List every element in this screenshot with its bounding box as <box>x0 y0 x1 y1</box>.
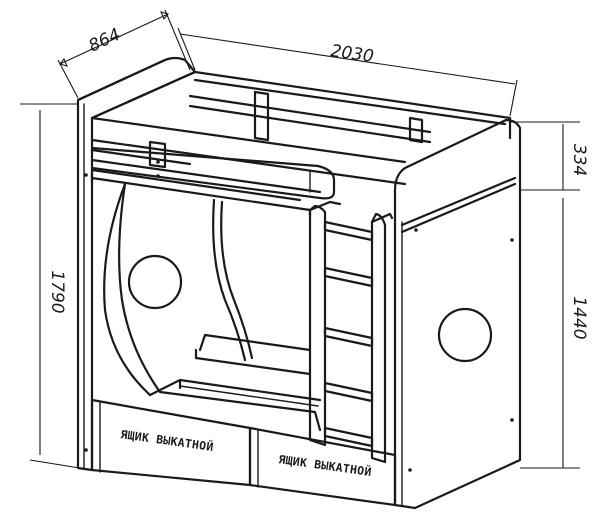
dimension-length-value: 2030 <box>329 41 375 67</box>
guard-rail <box>90 146 336 200</box>
drawer-1-label: ЯЩИК ВЫКАТНОЙ <box>120 426 215 454</box>
ladder-rung-5 <box>323 426 374 448</box>
right-side-panel <box>393 118 522 510</box>
left-side-panel <box>76 56 197 472</box>
upper-bed-frame <box>90 116 407 202</box>
dimension-depth-value: 864 <box>86 25 124 57</box>
ladder-rung-2 <box>323 266 374 288</box>
drawer-2: ЯЩИК ВЫКАТНОЙ <box>248 426 397 507</box>
ladder-rung-3 <box>323 326 374 348</box>
drawer-2-label: ЯЩИК ВЫКАТНОЙ <box>278 451 373 479</box>
lower-bed-box <box>148 378 322 432</box>
ventilation-hole-inner <box>127 254 183 310</box>
inner-curved-panel <box>103 182 183 397</box>
ladder-rung-1 <box>323 220 374 242</box>
dimension-lower-height-value: 1440 <box>569 296 589 339</box>
ladder-rung-4 <box>323 381 374 403</box>
back-frame <box>188 70 512 144</box>
dimension-rail-height-value: 334 <box>569 144 589 176</box>
dimension-total-height: 1790 <box>20 103 93 471</box>
dimension-rail-height: 334 <box>510 121 589 190</box>
ladder <box>308 200 394 464</box>
dimension-depth: 864 <box>57 9 191 99</box>
dimension-total-height-value: 1790 <box>47 270 67 313</box>
drawer-1: ЯЩИК ВЫКАТНОЙ <box>90 398 252 487</box>
dimension-lower-height: 1440 <box>520 189 589 469</box>
ventilation-hole-side <box>437 307 493 363</box>
fastener-dots <box>84 160 514 472</box>
middle-curved-panel <box>194 198 312 376</box>
